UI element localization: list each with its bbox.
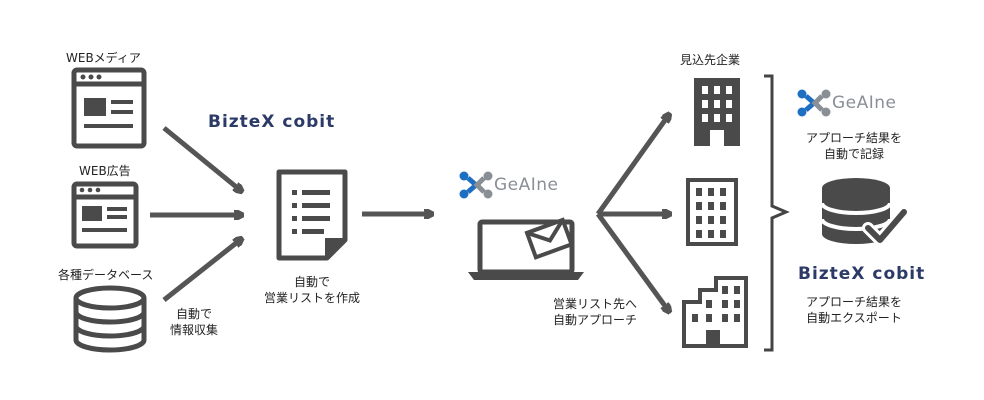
- building-icon: [682, 276, 748, 348]
- arrow: [595, 212, 668, 310]
- create-list-label: 自動で 営業リストを作成: [263, 275, 360, 305]
- bracket-divider: [764, 74, 790, 352]
- arrow: [162, 126, 240, 190]
- source-label-databases: 各種データベース: [58, 268, 154, 282]
- source-label-web-media: WEBメディア: [66, 51, 141, 65]
- gealne-logo-icon: [797, 89, 831, 117]
- arrow: [162, 240, 240, 302]
- export-label: アプローチ結果を 自動エクスポート: [805, 295, 902, 325]
- source-label-web-ads: WEB広告: [79, 164, 131, 178]
- laptop-mail-icon: [468, 217, 584, 280]
- building-icon: [686, 178, 738, 246]
- building-icon: [694, 78, 740, 146]
- gealne-logo-text: GeAIne: [832, 93, 897, 113]
- database-check-icon: [820, 178, 910, 246]
- record-label: アプローチ結果を 自動で記録: [805, 131, 902, 161]
- biztex-cobit-logo: BizteX cobit: [208, 112, 336, 132]
- document-list-icon: [276, 169, 348, 261]
- gealne-logo-text: GeAIne: [494, 175, 559, 195]
- prospects-title: 見込先企業: [680, 53, 741, 67]
- approach-label: 営業リスト先へ 自動アプローチ: [552, 297, 637, 327]
- database-icon: [73, 285, 147, 353]
- browser-icon: [71, 67, 147, 149]
- arrow: [595, 116, 668, 216]
- gealne-logo-icon: [459, 171, 493, 199]
- biztex-cobit-logo: BizteX cobit: [798, 264, 926, 284]
- collect-label: 自動で 情報収集: [169, 307, 218, 337]
- browser-icon: [71, 181, 139, 249]
